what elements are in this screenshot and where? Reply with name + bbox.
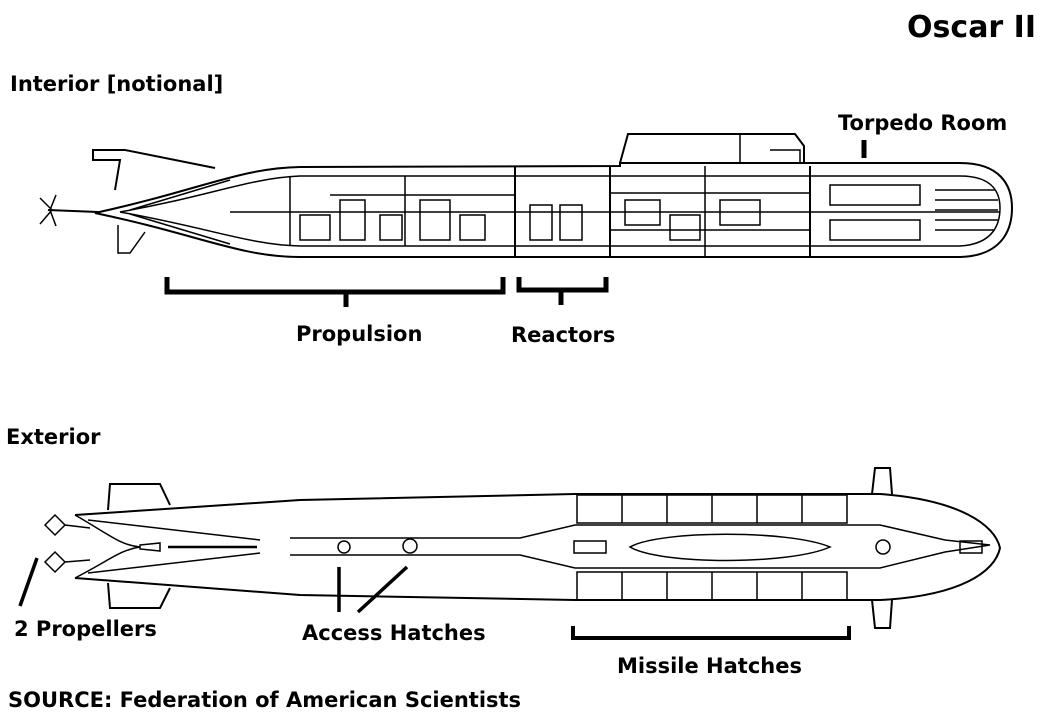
access-hatch-pointer-2: [356, 565, 409, 614]
propulsion-label: Propulsion: [296, 322, 423, 346]
interior-heading: Interior [notional]: [10, 72, 224, 96]
missile-hatches-bracket: [571, 626, 851, 640]
torpedo-room-label: Torpedo Room: [838, 111, 1008, 135]
exterior-hull: [43, 467, 1002, 629]
source-credit: SOURCE: Federation of American Scientist…: [8, 688, 522, 712]
propulsion-bracket: [164, 277, 506, 307]
propellers-pointer: [18, 557, 39, 607]
diagram-title: Oscar II: [907, 10, 1036, 45]
propellers-label: 2 Propellers: [14, 617, 157, 641]
interior-hull: [39, 133, 1014, 258]
access-hatches-label: Access Hatches: [302, 621, 486, 645]
exterior-heading: Exterior: [6, 425, 101, 449]
missile-hatches-label: Missile Hatches: [617, 654, 802, 678]
reactors-label: Reactors: [511, 323, 616, 347]
reactors-bracket: [516, 277, 609, 305]
